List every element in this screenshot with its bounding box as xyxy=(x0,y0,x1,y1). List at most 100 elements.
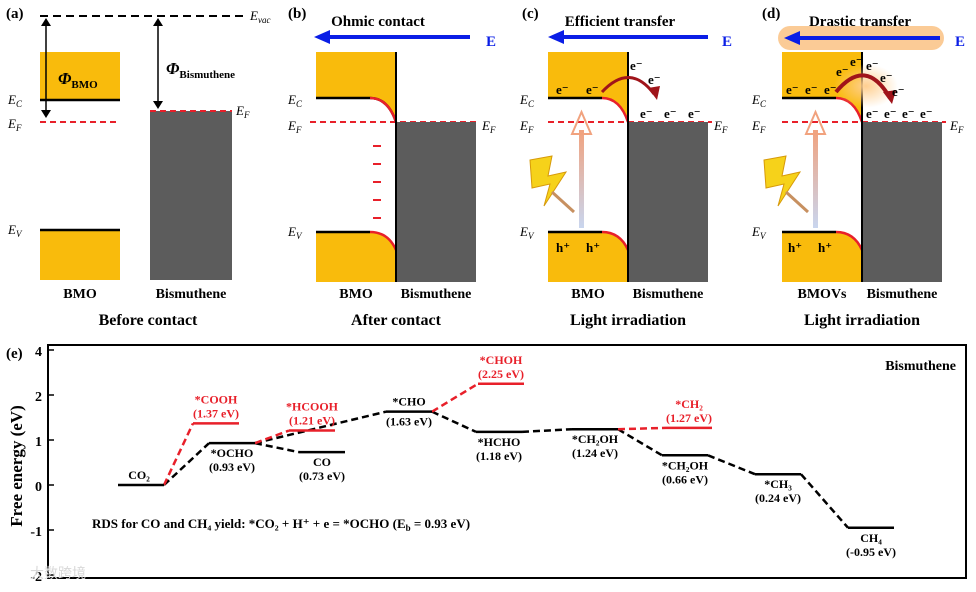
y-tick-label: 2 xyxy=(35,390,42,405)
phi-bmo-label: ΦBMO xyxy=(58,69,98,91)
path-connector xyxy=(707,454,756,476)
bmovs-name: BMOVs xyxy=(798,287,848,302)
phi-bismuthene-label: ΦBismuthene xyxy=(166,59,235,81)
species-label-alt: *COOH xyxy=(195,392,238,406)
bmo-band-bent-top xyxy=(316,52,396,122)
ef-label: EF xyxy=(287,118,302,135)
energy-value-label: (1.24 eV) xyxy=(572,446,618,460)
bmo-name: BMO xyxy=(571,287,605,302)
y-tick-label: -2 xyxy=(30,570,42,585)
species-label-alt: *CH₂ xyxy=(675,397,703,411)
energy-value-label: (0.93 eV) xyxy=(209,460,255,474)
path-connector xyxy=(800,473,849,529)
lightning-icon xyxy=(763,155,802,207)
bismuthene-metal-block xyxy=(150,111,232,280)
species-label: *CH₂OH xyxy=(662,458,709,472)
panel-b-title: Ohmic contact xyxy=(331,14,425,30)
bismuthene-name: Bismuthene xyxy=(867,287,938,302)
bismuthene-metal-block xyxy=(862,122,942,282)
path-connector xyxy=(431,382,479,413)
ef-right-label: EF xyxy=(235,103,250,120)
electron: e⁻ xyxy=(850,54,863,69)
panel-e: (e) Bismuthene Free energy (eV) 4 2 1 0 … xyxy=(6,344,967,585)
electron: e⁻ xyxy=(824,82,837,97)
panel-b-label: (b) xyxy=(288,6,306,22)
transfer-glow xyxy=(834,64,898,108)
bmov-band-bent-top xyxy=(782,52,862,122)
ef-label: EF xyxy=(7,116,22,133)
energy-value-label: (1.63 eV) xyxy=(386,415,432,429)
path-connector xyxy=(431,410,477,434)
energy-value-label: (1.18 eV) xyxy=(476,449,522,463)
y-tick-label: 1 xyxy=(35,435,42,450)
species-label: *OCHO xyxy=(211,446,254,460)
panel-a: (a) Evac ΦBMO EC EF EV ΦBismuthene EF BM… xyxy=(6,6,270,329)
plot-title: Bismuthene xyxy=(885,359,956,374)
electron: e⁻ xyxy=(866,58,879,73)
electron: e⁻ xyxy=(884,106,897,121)
panel-a-caption: Before contact xyxy=(99,312,198,329)
bmo-name: BMO xyxy=(63,287,97,302)
electron: e⁻ xyxy=(630,58,643,73)
energy-value-label-alt: (1.37 eV) xyxy=(193,406,239,420)
field-label: E xyxy=(722,34,732,50)
electron: e⁻ xyxy=(786,82,799,97)
bismuthene-name: Bismuthene xyxy=(401,287,472,302)
path-connector xyxy=(254,410,387,445)
ec-label: EC xyxy=(751,92,767,109)
panel-d-caption: Light irradiation xyxy=(804,312,920,329)
electron: e⁻ xyxy=(586,82,599,97)
electron: e⁻ xyxy=(640,106,653,121)
y-tick-label: 0 xyxy=(35,480,42,495)
ef-right-label: EF xyxy=(481,118,496,135)
panel-e-label: (e) xyxy=(6,346,23,362)
species-label-alt: *HCOOH xyxy=(286,400,339,414)
ec-label: EC xyxy=(287,92,303,109)
path-connector xyxy=(617,428,663,457)
rds-text: RDS for CO and CH₄ yield: *CO₂ + H⁺ + e … xyxy=(92,516,470,533)
species-label: CH₄ xyxy=(860,531,882,545)
field-label: E xyxy=(955,34,965,50)
electron: e⁻ xyxy=(688,106,701,121)
y-tick-label: -1 xyxy=(30,525,42,540)
bismuthene-name: Bismuthene xyxy=(633,287,704,302)
electron: e⁻ xyxy=(902,106,915,121)
panel-b: (b) Ohmic contact E EC EF EV EF BMO Bism… xyxy=(287,6,496,329)
transfer-arc xyxy=(834,73,892,99)
excitation-arrow xyxy=(579,130,584,228)
species-label: *HCHO xyxy=(478,435,521,449)
electron: e⁻ xyxy=(648,72,661,87)
panel-a-label: (a) xyxy=(6,6,24,22)
energy-value-label-alt: (1.27 eV) xyxy=(666,411,712,425)
energy-value-label: (0.66 eV) xyxy=(662,472,708,486)
electron: e⁻ xyxy=(920,106,933,121)
panel-d-title: Drastic transfer xyxy=(809,14,911,30)
electron: e⁻ xyxy=(556,82,569,97)
electron: e⁻ xyxy=(892,84,905,99)
energy-value-label: (0.24 eV) xyxy=(755,491,801,505)
path-connector xyxy=(254,429,290,445)
bmov-band-bent-bottom xyxy=(782,232,862,282)
electron: e⁻ xyxy=(880,70,893,85)
ev-label: EV xyxy=(751,224,767,241)
ev-label: EV xyxy=(7,222,23,239)
bismuthene-name: Bismuthene xyxy=(156,287,227,302)
lightning-icon xyxy=(529,155,568,207)
electron: e⁻ xyxy=(866,106,879,121)
bmo-valence-band xyxy=(40,230,120,280)
ev-label: EV xyxy=(287,224,303,241)
bismuthene-metal-block xyxy=(628,122,708,282)
panel-d: (d) Drastic transfer E e⁻ e⁻ e⁻ e⁻ e⁻ e⁻… xyxy=(751,6,965,329)
ef-label: EF xyxy=(519,118,534,135)
energy-value-label: (-0.95 eV) xyxy=(846,545,896,559)
species-label: CO₂ xyxy=(128,468,150,482)
ec-label: EC xyxy=(519,92,535,109)
electron: e⁻ xyxy=(805,82,818,97)
y-axis-label: Free energy (eV) xyxy=(7,405,26,526)
depletion-charges xyxy=(373,145,381,219)
excitation-arrow xyxy=(813,130,818,228)
species-label: *CH₂OH xyxy=(572,432,619,446)
path-connector xyxy=(521,427,573,434)
ec-label: EC xyxy=(7,92,23,109)
